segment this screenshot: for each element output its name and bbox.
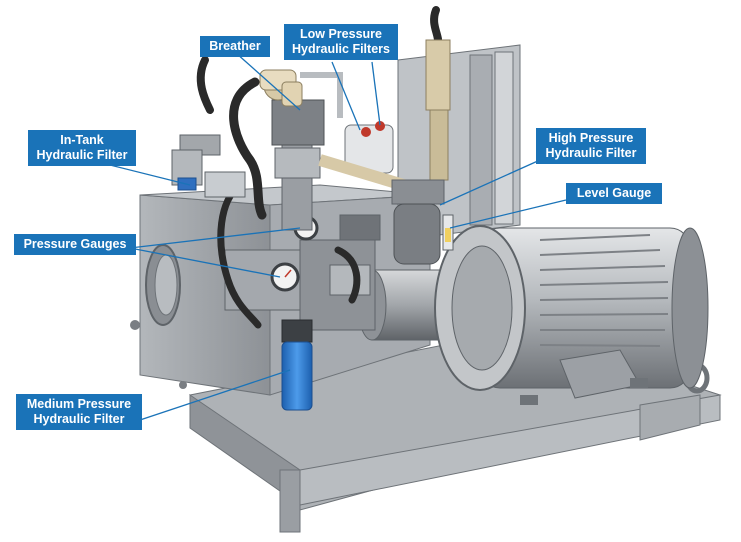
leader-high-pressure — [439, 159, 541, 206]
leader-in-tank — [109, 164, 191, 186]
leader-low-pressure-a — [331, 61, 361, 131]
leader-low-pressure-b — [371, 61, 381, 126]
pressure-gauge-lower — [270, 262, 300, 292]
level-gauge-label: Level Gauge — [566, 183, 662, 204]
leader-pressure-gauge-b — [129, 247, 281, 278]
in-tank-filter — [171, 134, 246, 198]
pump-valve-block — [224, 214, 381, 331]
medium-pressure-filter-label: Medium Pressure Hydraulic Filter — [16, 394, 142, 430]
leader-breather — [235, 52, 301, 111]
in-tank-filter-label: In-Tank Hydraulic Filter — [28, 130, 136, 166]
leader-pressure-gauge-a — [129, 227, 301, 249]
breather-fitting — [259, 69, 303, 107]
hoses — [196, 6, 443, 329]
high-pressure-filter-label: High Pressure Hydraulic Filter — [536, 128, 646, 164]
breather-label: Breather — [200, 36, 270, 57]
level-gauge — [442, 214, 454, 251]
medium-pressure-filter — [281, 319, 313, 411]
leader-lines — [109, 52, 567, 421]
electric-motor — [357, 225, 709, 405]
high-pressure-filter — [391, 39, 451, 265]
low-pressure-filters-label: Low Pressure Hydraulic Filters — [284, 24, 398, 60]
low-pressure-filters — [300, 72, 394, 174]
leader-medium-pressure — [139, 369, 291, 421]
pressure-gauges-label: Pressure Gauges — [14, 234, 136, 255]
leader-level-gauge — [449, 199, 567, 229]
